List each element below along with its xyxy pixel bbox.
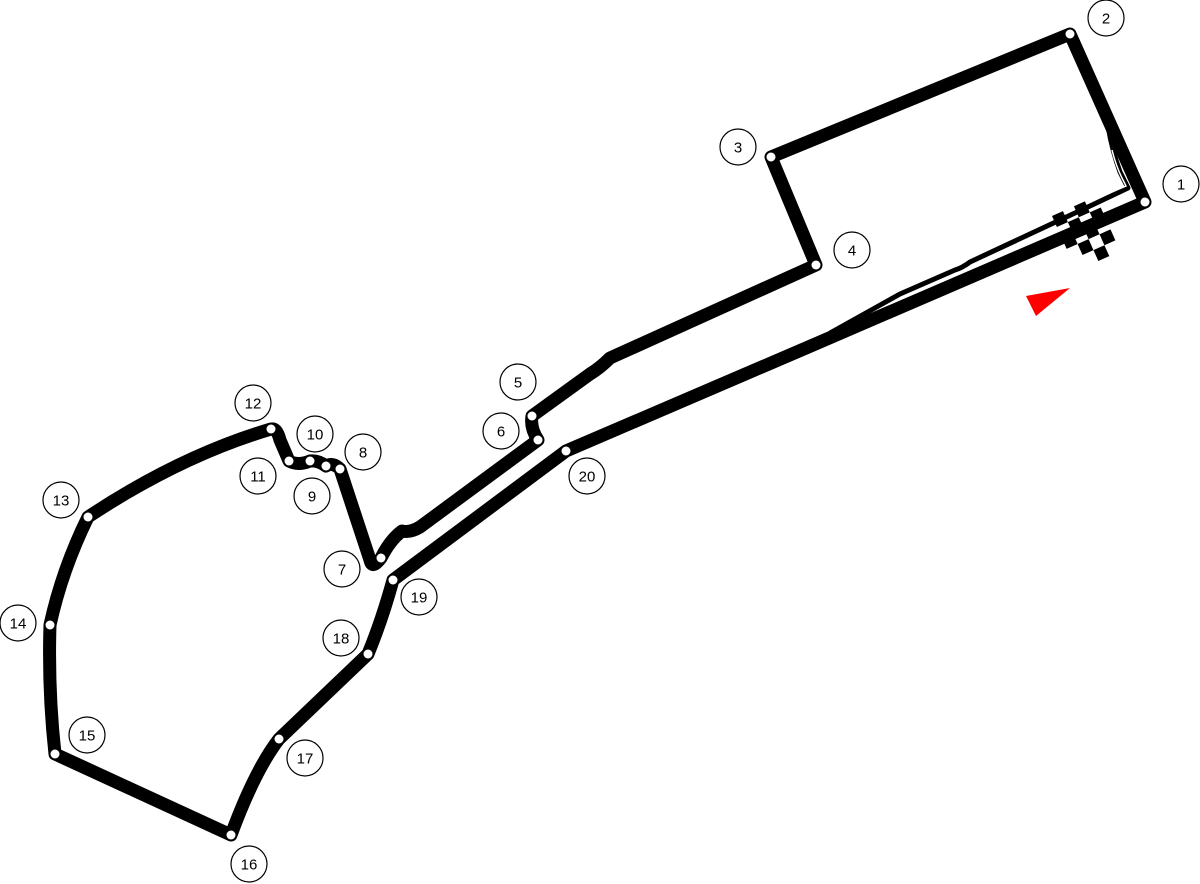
corner-label-circle [293,477,331,515]
apex-marker-icon [226,830,236,840]
corner-1: 1 [1140,165,1200,207]
apex-marker-icon [45,620,55,630]
checkered-flag-icon [1052,201,1116,262]
corner-label-circle [499,363,537,401]
corner-label-circle [482,412,520,450]
corner-3: 3 [719,128,776,166]
corner-20: 20 [561,446,606,495]
corner-number: 5 [514,375,522,392]
apex-marker-icon [321,461,331,471]
apex-marker-icon [1140,197,1150,207]
corner-number: 17 [297,751,314,768]
corner-7: 7 [323,550,386,588]
corner-number: 16 [241,857,258,874]
corner-17: 17 [274,734,324,777]
apex-marker-icon [811,260,821,270]
corner-number: 14 [10,616,27,633]
corner-number: 2 [1102,11,1110,28]
corner-label-circle [42,481,80,519]
corner-11: 11 [239,456,294,495]
corner-number: 19 [411,590,428,607]
corner-number: 9 [308,489,316,506]
corner-label-circle [400,578,438,616]
direction-arrow-icon [1026,288,1070,316]
corner-8: 8 [335,433,382,474]
corner-label-circle [323,550,361,588]
corner-14: 14 [0,604,55,642]
corner-number: 11 [250,469,266,486]
corner-19: 19 [388,575,438,616]
apex-marker-icon [376,553,386,563]
corner-4: 4 [811,231,871,270]
corner-number: 1 [1177,177,1185,194]
corner-number: 6 [497,424,505,441]
corner-label-circle [344,433,382,471]
corner-18: 18 [322,619,373,659]
pit-lane-inner [967,149,1128,259]
corner-9: 9 [293,461,331,515]
apex-marker-icon [274,734,284,744]
apex-marker-icon [766,152,776,162]
corner-6: 6 [482,412,543,450]
corner-label-circle [230,845,268,883]
corner-number: 8 [359,445,367,462]
corner-label-circle [68,716,106,754]
corner-label-circle [719,128,757,166]
apex-marker-icon [363,649,373,659]
corner-number: 3 [734,140,742,157]
apex-marker-icon [50,749,60,759]
corner-10: 10 [296,415,334,466]
apex-marker-icon [83,512,93,522]
corner-13: 13 [42,481,93,522]
apex-marker-icon [284,456,294,466]
apex-marker-icon [335,464,345,474]
corner-number: 4 [848,243,856,260]
corner-label-circle [1087,0,1125,37]
corner-label-circle [322,619,360,657]
corner-label-circle [568,457,606,495]
corner-label-circle [833,231,871,269]
corner-number: 10 [307,427,324,444]
corner-label-circle [286,739,324,777]
corner-label-circle [1162,165,1200,203]
corner-label-circle [296,415,334,453]
corner-5: 5 [499,363,537,421]
apex-marker-icon [388,575,398,585]
corner-number: 20 [579,469,596,486]
apex-marker-icon [561,446,571,456]
corner-label-circle [239,457,277,495]
corner-label-circle [0,604,37,642]
apex-marker-icon [1065,29,1075,39]
corner-15: 15 [50,716,106,759]
corner-12: 12 [234,384,276,434]
corner-number: 15 [79,728,96,745]
apex-marker-icon [266,424,276,434]
apex-marker-icon [533,435,543,445]
apex-marker-icon [527,411,537,421]
corner-number: 12 [245,396,262,413]
corner-number: 7 [338,562,346,579]
apex-marker-icon [305,456,315,466]
corner-label-circle [234,384,272,422]
corner-2: 2 [1065,0,1125,39]
corner-number: 13 [53,493,70,510]
pit-lane [828,125,1131,336]
track-path [43,27,1152,842]
corner-number: 18 [333,631,350,648]
corner-16: 16 [226,830,268,883]
